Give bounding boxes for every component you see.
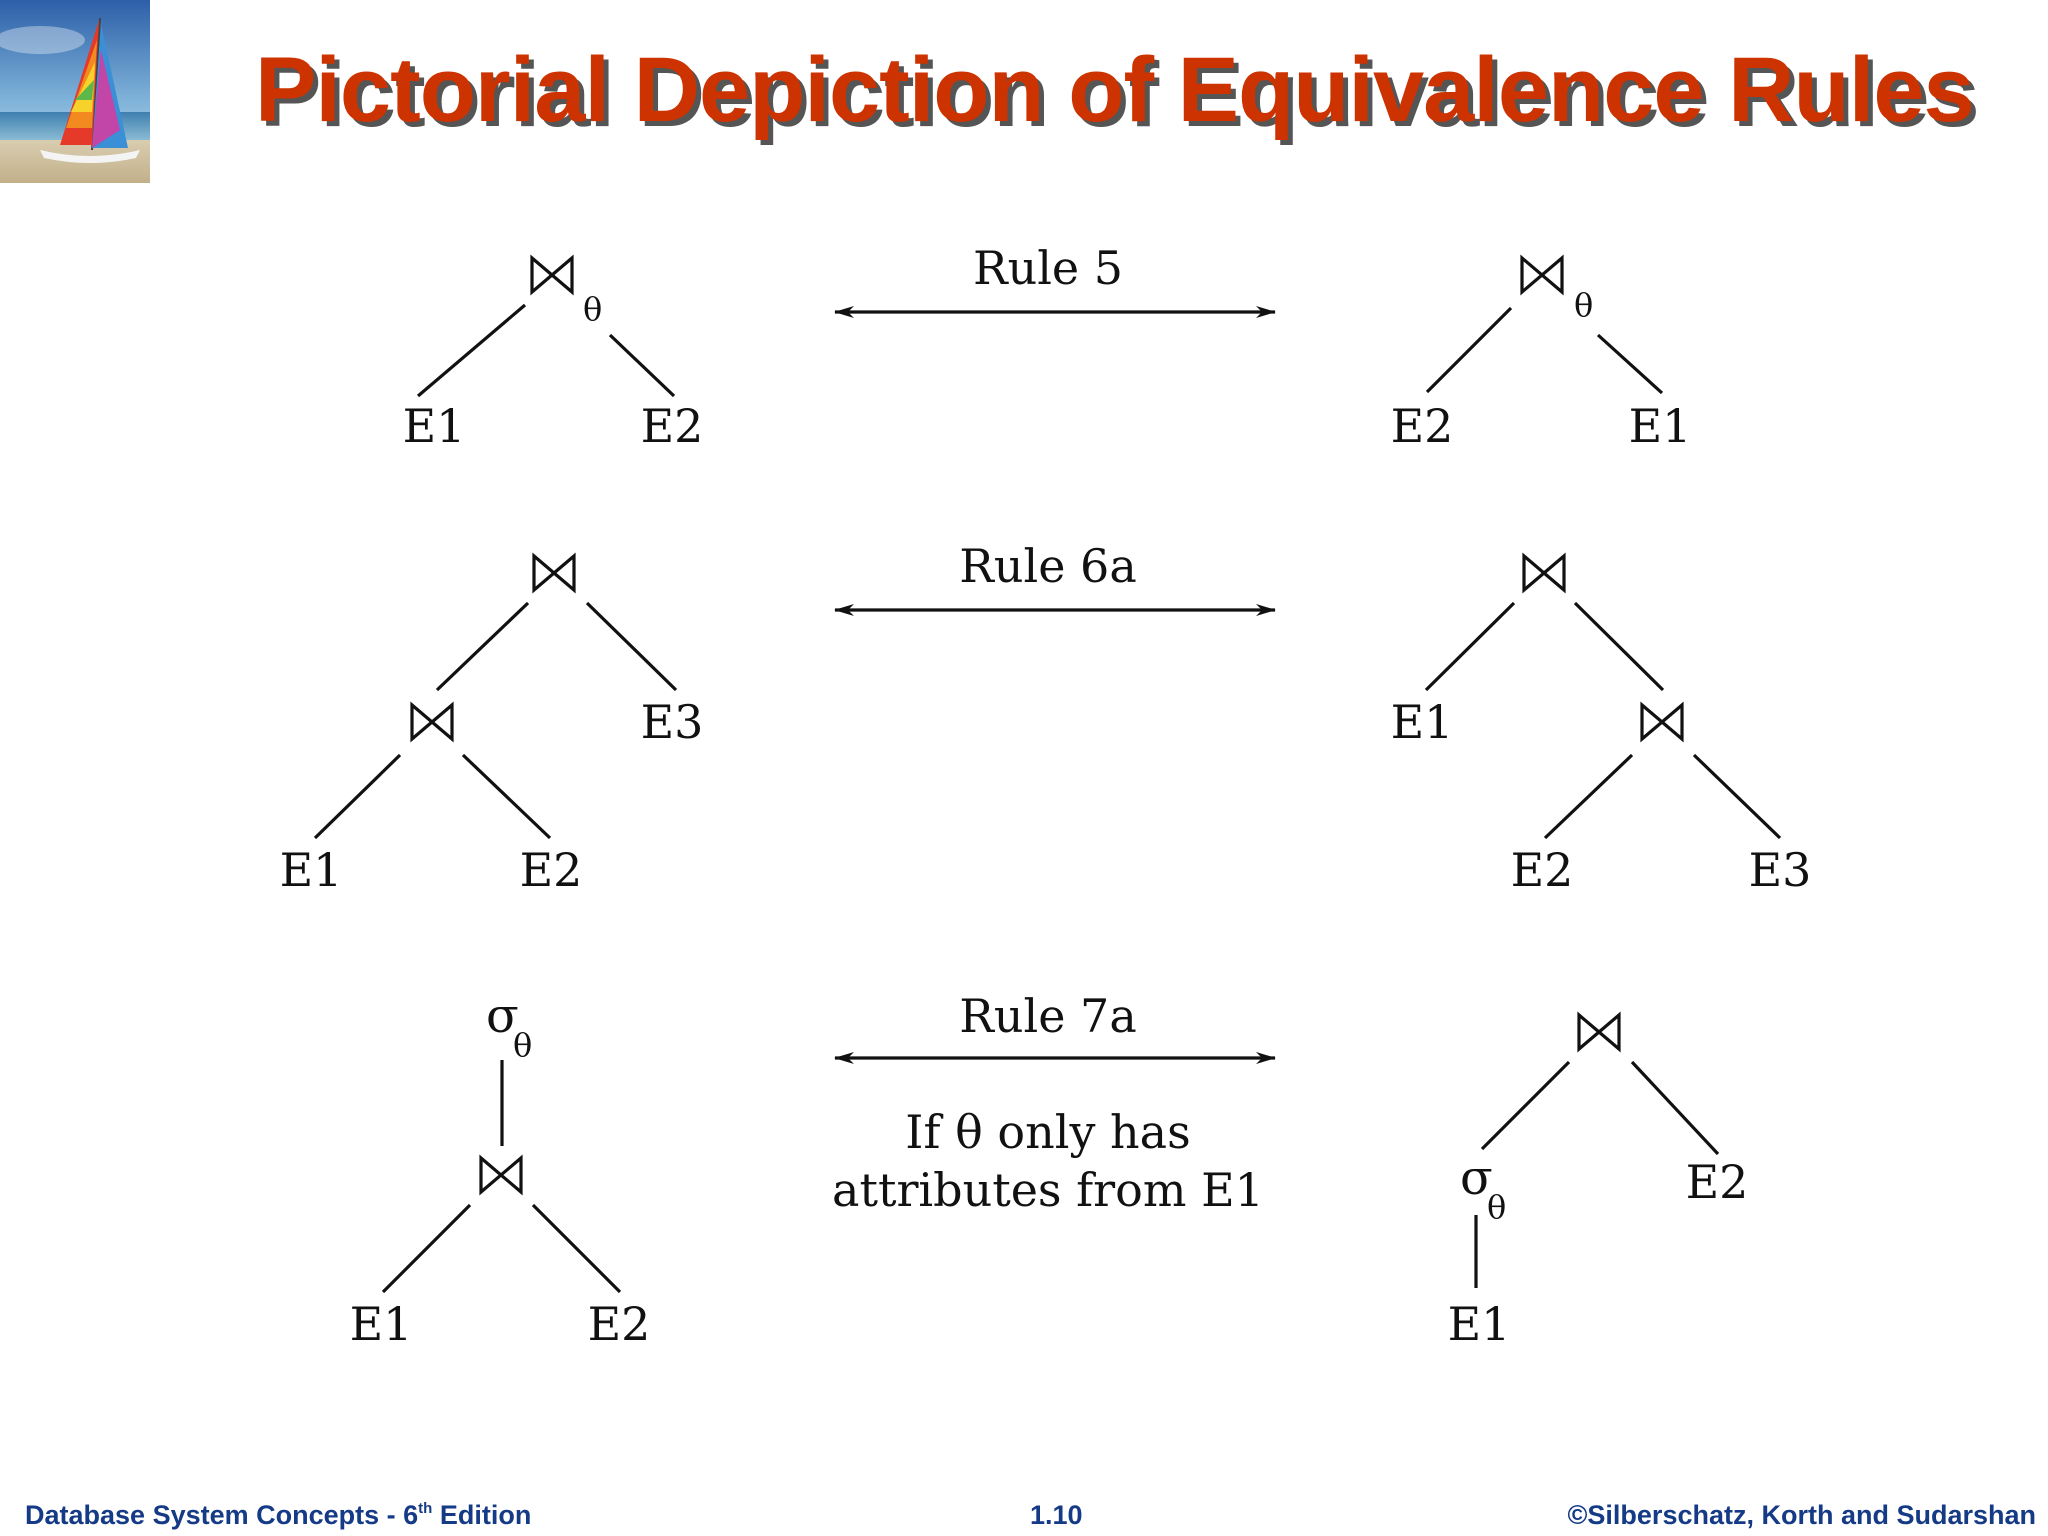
tree-edge (1630, 1060, 1720, 1156)
tree-edge (1573, 601, 1665, 692)
rule6a-right-tree: E1 E2 E3 (1391, 552, 1812, 897)
selection-sigma: σ (486, 988, 519, 1044)
relation-leaf: E1 (280, 843, 343, 897)
footer-book-name: Database System Concepts - 6 (25, 1500, 419, 1530)
join-symbol-icon (1577, 1011, 1621, 1053)
relation-leaf: E2 (641, 399, 704, 453)
rule5-right-tree: θ E2 E1 (1391, 254, 1692, 453)
tree-edge (381, 1203, 472, 1294)
selection-sigma: σ (1460, 1150, 1493, 1206)
relation-leaf: E2 (588, 1297, 651, 1351)
relation-leaf: E1 (1629, 399, 1692, 453)
relation-leaf: E2 (1511, 843, 1574, 897)
tree-edge (531, 1203, 622, 1294)
relation-leaf: E1 (1391, 695, 1454, 749)
join-symbol-icon (479, 1154, 523, 1196)
join-symbol-icon (1640, 701, 1684, 743)
relation-leaf: E3 (641, 695, 704, 749)
tree-edge (1596, 333, 1664, 395)
rule7a-left-tree: σ θ E1 E2 (350, 988, 651, 1351)
footer-edition-suffix: Edition (432, 1500, 532, 1530)
tree-edge (435, 601, 530, 692)
tree-edge (1424, 601, 1516, 692)
sailboat-logo-icon (0, 0, 150, 183)
footer-page-number: 1.10 (1030, 1500, 1083, 1530)
relation-leaf: E1 (350, 1297, 413, 1351)
rule-label: Rule 6a (959, 539, 1137, 593)
rule5-arrow-group: Rule 5 (834, 241, 1276, 318)
tree-edge (313, 753, 402, 840)
rule7a-arrow-group: Rule 7a If θ only has attributes from E1 (832, 989, 1276, 1217)
rule6a-left-tree: E3 E1 E2 (280, 552, 704, 897)
relation-leaf: E2 (520, 843, 583, 897)
tree-edge (608, 333, 676, 398)
rule5-left-tree: θ E1 E2 (403, 254, 704, 453)
join-symbol-icon (530, 254, 574, 296)
relation-leaf: E2 (1391, 399, 1454, 453)
slide-title: Pictorial Depiction of Equivalence Rules (255, 39, 1975, 141)
rule-condition-line: If θ only has (905, 1105, 1190, 1159)
tree-edge (461, 753, 552, 840)
relation-leaf: E1 (1448, 1297, 1511, 1351)
join-symbol-icon (410, 701, 454, 743)
rule-label: Rule 5 (973, 241, 1123, 295)
rule-condition-line: attributes from E1 (832, 1163, 1264, 1217)
tree-edge (1425, 306, 1513, 394)
rule-label: Rule 7a (959, 989, 1137, 1043)
theta-subscript: θ (513, 1026, 532, 1064)
relation-leaf: E1 (403, 399, 466, 453)
footer-copyright: ©Silberschatz, Korth and Sudarshan (1567, 1500, 2036, 1530)
tree-edge (416, 303, 527, 398)
rule6a-arrow-group: Rule 6a (834, 539, 1276, 616)
footer-book-title: Database System Concepts - 6th Edition (25, 1500, 531, 1531)
theta-subscript: θ (583, 290, 602, 328)
tree-edge (1480, 1060, 1571, 1151)
join-symbol-icon (1522, 552, 1566, 594)
theta-subscript: θ (1487, 1188, 1506, 1226)
tree-edge (1543, 753, 1634, 840)
relation-leaf: E3 (1749, 843, 1812, 897)
tree-edge (585, 601, 678, 692)
relation-leaf: E2 (1686, 1155, 1749, 1209)
tree-edge (1692, 753, 1782, 840)
join-symbol-icon (532, 552, 576, 594)
rule7a-right-tree: σ θ E2 E1 (1448, 1011, 1749, 1351)
join-symbol-icon (1520, 254, 1564, 296)
footer-edition-sup: th (418, 1500, 433, 1517)
theta-subscript: θ (1574, 286, 1593, 324)
